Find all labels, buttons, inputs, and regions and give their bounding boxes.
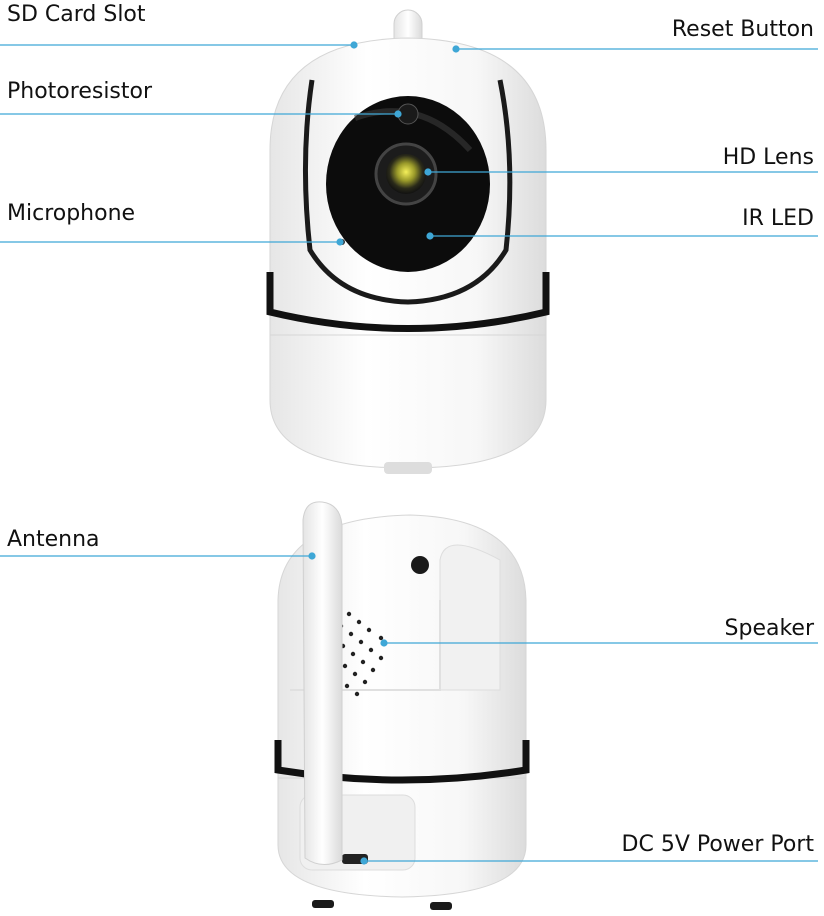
label-hd-lens: HD Lens (722, 145, 814, 170)
label-speaker: Speaker (724, 616, 814, 641)
label-antenna: Antenna (7, 527, 100, 552)
front-neck-band (266, 272, 550, 332)
label-ir-led: IR LED (742, 206, 814, 231)
camera-back-view (274, 501, 530, 910)
label-photoresistor: Photoresistor (7, 79, 153, 104)
hd-lens-glass (386, 154, 426, 194)
front-foot (384, 462, 432, 474)
back-rear-panel (439, 544, 501, 691)
label-sd-card-slot: SD Card Slot (7, 2, 146, 27)
label-dc-power-port: DC 5V Power Port (621, 832, 814, 857)
camera-front-view (266, 9, 550, 474)
label-reset-button: Reset Button (671, 17, 814, 42)
antenna-rod (302, 501, 343, 865)
front-face-groove (302, 79, 513, 305)
back-mount-hole (411, 556, 429, 574)
front-base (269, 334, 547, 469)
label-microphone: Microphone (7, 201, 136, 226)
callout-lines (0, 41, 818, 865)
back-neck-band (274, 740, 530, 784)
